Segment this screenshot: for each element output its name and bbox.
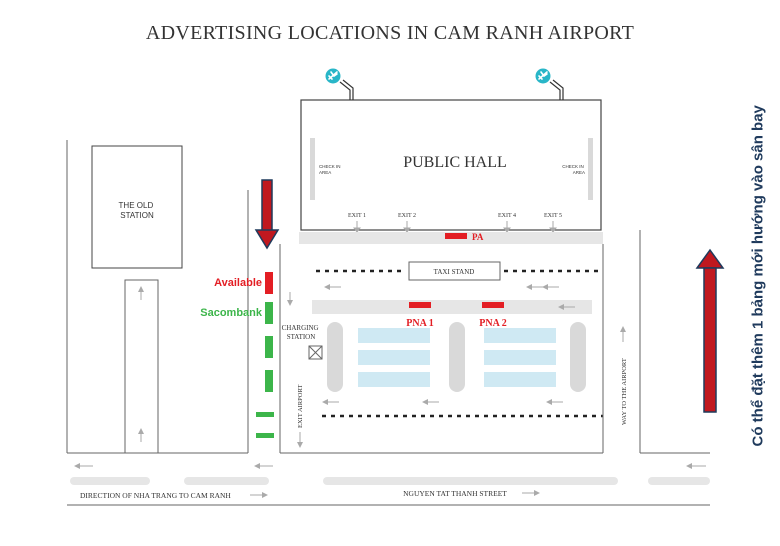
airplane-icon bbox=[325, 68, 354, 100]
charging-station-icon bbox=[308, 345, 323, 360]
side-note: Có thể đặt thêm 1 bảng mới hướng vào sân… bbox=[749, 105, 767, 447]
exit-label: EXIT 2 bbox=[398, 213, 416, 219]
street-label: NGUYEN TAT THANH STREET bbox=[403, 489, 507, 498]
pna2-billboard bbox=[482, 302, 504, 308]
exit-label: EXIT 4 bbox=[498, 213, 516, 219]
sacombank-billboard bbox=[256, 412, 274, 417]
exit-airport-label: EXIT AIRPORT bbox=[297, 385, 304, 428]
taxi-stand bbox=[408, 261, 501, 281]
check-in-area-left: CHECK IN AREA bbox=[319, 164, 342, 175]
pna1-label: PNA 1 bbox=[406, 318, 434, 329]
pillar bbox=[327, 322, 343, 392]
way-to-airport-label: WAY TO THE AIRPORT bbox=[621, 358, 628, 425]
old-station bbox=[91, 145, 183, 269]
pa-billboard bbox=[445, 233, 467, 239]
pillar bbox=[570, 322, 586, 392]
parking-row bbox=[358, 350, 430, 365]
parking-row bbox=[484, 372, 556, 387]
check-in-area-right: CHECK IN AREA bbox=[562, 164, 585, 175]
old-station-label: THE OLD STATION bbox=[119, 201, 156, 220]
legend-sacombank: Sacombank bbox=[200, 307, 263, 319]
pna-lane bbox=[312, 300, 592, 314]
public-hall-label: PUBLIC HALL bbox=[403, 154, 507, 171]
sacombank-billboard bbox=[265, 370, 273, 392]
sacombank-billboard bbox=[265, 336, 273, 358]
parking-row bbox=[484, 350, 556, 365]
pna1-billboard bbox=[409, 302, 431, 308]
charging-station-label: CHARGING STATION bbox=[282, 324, 321, 341]
down-arrow-icon bbox=[254, 179, 280, 250]
public-hall bbox=[300, 99, 602, 231]
taxi-stand-label: TAXI STAND bbox=[434, 268, 475, 276]
exit-label: EXIT 5 bbox=[544, 213, 562, 219]
exit-label: EXIT 1 bbox=[348, 213, 366, 219]
pillar bbox=[449, 322, 465, 392]
direction-label: DIRECTION OF NHA TRANG TO CAM RANH bbox=[80, 491, 231, 500]
legend-available: Available bbox=[214, 277, 262, 289]
parking-row bbox=[484, 328, 556, 343]
sacombank-billboard bbox=[256, 433, 274, 438]
available-billboard bbox=[265, 272, 273, 294]
map-title: ADVERTISING LOCATIONS IN CAM RANH AIRPOR… bbox=[145, 22, 635, 44]
parking-row bbox=[358, 328, 430, 343]
up-arrow-icon bbox=[695, 248, 725, 413]
pna2-label: PNA 2 bbox=[479, 318, 507, 329]
airplane-icon bbox=[535, 68, 564, 100]
parking-row bbox=[358, 372, 430, 387]
sacombank-billboard bbox=[265, 302, 273, 324]
pa-label: PA bbox=[472, 232, 484, 242]
